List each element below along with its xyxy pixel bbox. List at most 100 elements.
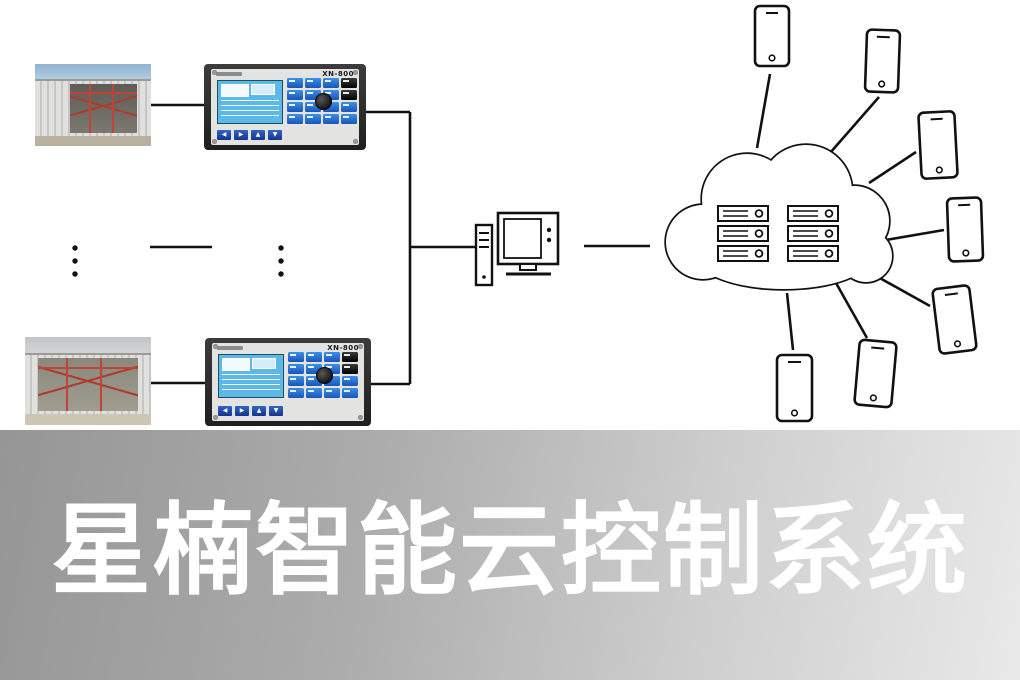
screw-icon (213, 415, 218, 420)
keypad-key (305, 102, 321, 112)
keypad-key (324, 388, 340, 398)
keypad-key (342, 352, 358, 362)
lcd-text-lines (222, 374, 280, 394)
nav-up-button: ▲ (251, 130, 265, 140)
keypad-key (324, 352, 340, 362)
controller-device-1: XN-800 (204, 64, 366, 150)
ellipsis-icon (72, 245, 78, 277)
screw-icon (212, 70, 217, 75)
smartphone-icon (753, 4, 791, 68)
greenhouse-photo-2 (25, 337, 151, 425)
nav-button-row: ◀ ▶ ▲ ▼ (218, 406, 283, 416)
lcd-window (221, 84, 249, 97)
nav-left-button: ◀ (218, 406, 232, 416)
keypad-key (287, 78, 303, 88)
server-icon (717, 225, 769, 242)
keypad-key (288, 364, 304, 374)
lcd-text-lines (221, 100, 279, 120)
server-icon (717, 245, 769, 262)
connection-line (868, 150, 917, 185)
server-icon (787, 245, 839, 262)
screw-icon (212, 139, 217, 144)
keypad (288, 352, 358, 398)
nav-left-button: ◀ (217, 130, 231, 140)
keypad-key (342, 388, 358, 398)
keypad-key (287, 90, 303, 100)
cloud-icon (664, 143, 894, 291)
desktop-computer-icon (474, 211, 560, 287)
server-icon (787, 225, 839, 242)
photo-doorway (69, 84, 138, 133)
keypad-key (341, 90, 357, 100)
smartphone-icon (853, 338, 898, 409)
screw-icon (213, 344, 218, 349)
greenhouse-photo-1 (35, 64, 151, 146)
banner: 星楠智能云控制系统 (0, 430, 1020, 680)
connection-line (829, 96, 880, 154)
connection-line (834, 282, 869, 339)
keypad-key (288, 352, 304, 362)
screw-icon (353, 70, 358, 75)
brand-mark (217, 346, 243, 350)
keypad-key (287, 102, 303, 112)
screw-icon (358, 415, 363, 420)
keypad-key (323, 114, 339, 124)
screw-icon (353, 139, 358, 144)
knob-button (315, 93, 332, 110)
banner-title: 星楠智能云控制系统 (51, 492, 969, 609)
lcd-screen (218, 354, 284, 398)
scaffold-post (100, 358, 103, 411)
controller-face: XN-800 (212, 343, 364, 421)
server-icon (717, 205, 769, 222)
screw-icon (358, 344, 363, 349)
keypad-key (288, 388, 304, 398)
keypad-key (306, 388, 322, 398)
keypad-key (341, 78, 357, 88)
scaffold-post (65, 358, 68, 411)
diagram-canvas (72, 4, 985, 423)
photo-building (25, 352, 151, 415)
keypad-key (341, 114, 357, 124)
photo-building (35, 78, 151, 137)
model-label: XN-800 (327, 344, 359, 352)
scaffold-brace (69, 91, 138, 120)
nav-down-button: ▼ (269, 406, 283, 416)
smartphone-icon (917, 110, 959, 180)
nav-button-row: ◀ ▶ ▲ ▼ (217, 130, 282, 140)
nav-up-button: ▲ (252, 406, 266, 416)
brand-mark (216, 72, 242, 76)
smartphone-icon (775, 353, 814, 423)
model-label: XN-800 (322, 70, 354, 78)
keypad-key (342, 364, 358, 374)
lcd-window (251, 84, 275, 95)
keypad-key (323, 90, 339, 100)
scaffold-post (111, 84, 114, 133)
smartphone-icon (945, 196, 985, 263)
lcd-screen (217, 80, 283, 124)
photo-doorway (37, 358, 139, 411)
keypad-key (305, 90, 321, 100)
keypad-key (342, 376, 358, 386)
smartphone-icon (931, 284, 978, 355)
connection-line (755, 73, 772, 149)
knob-button (316, 367, 333, 384)
lcd-window (222, 358, 250, 371)
keypad-key (305, 114, 321, 124)
keypad-key (324, 364, 340, 374)
keypad-key (287, 114, 303, 124)
server-icon (787, 205, 839, 222)
scaffold-post (88, 84, 91, 133)
nav-right-button: ▶ (235, 406, 249, 416)
nav-down-button: ▼ (268, 130, 282, 140)
scaffold-rail (69, 91, 138, 94)
keypad-key (306, 364, 322, 374)
controller-face: XN-800 (211, 69, 359, 145)
keypad-key (288, 376, 304, 386)
connection-line (885, 228, 945, 242)
photo-ground (25, 414, 151, 425)
keypad-key (306, 352, 322, 362)
nav-right-button: ▶ (234, 130, 248, 140)
photo-ground (35, 136, 151, 146)
connection-line (785, 292, 795, 351)
